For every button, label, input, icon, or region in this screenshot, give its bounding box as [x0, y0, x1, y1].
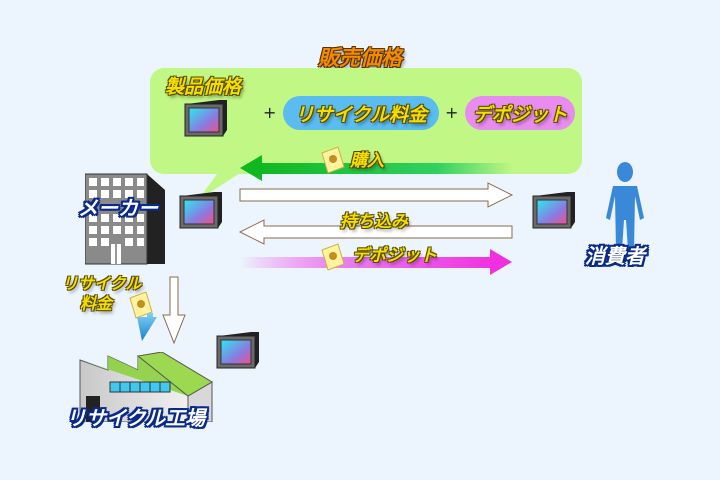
product-price-label: 製品価格: [165, 76, 242, 98]
tv-icon: [179, 192, 222, 229]
tv-icon: [532, 192, 575, 229]
plus-sign: +: [445, 103, 459, 122]
recycle-fee-label-line2: 料金: [80, 294, 113, 313]
tv-icon: [216, 332, 259, 369]
purchase-arrow: [240, 155, 513, 181]
money-icon: [321, 146, 345, 174]
recycle-fee-label-line1: リサイクル: [62, 274, 142, 293]
bring-in-arrow-to-maker: [238, 219, 513, 245]
plus-sign: +: [263, 103, 277, 122]
money-icon: [321, 243, 345, 271]
deposit-arrow: [240, 249, 512, 275]
bring-in-label: 持ち込み: [340, 212, 408, 232]
deposit-pill: デポジット: [465, 96, 575, 130]
consumer-label: 消費者: [585, 244, 645, 268]
selling-price-title: 販売価格: [318, 46, 402, 70]
deposit-arrow-label: デポジット: [352, 246, 437, 266]
maker-label: メーカー: [78, 196, 158, 220]
purchase-label: 購入: [350, 151, 384, 171]
factory-label: リサイクル工場: [66, 406, 205, 430]
money-icon: [129, 291, 153, 319]
product-to-factory-arrow: [162, 276, 186, 345]
recycle-fee-pill: リサイクル料金: [283, 96, 439, 130]
bubble-tail: [198, 170, 245, 200]
product-arrow-to-consumer: [239, 182, 514, 208]
building-icon: [85, 173, 165, 265]
recycle-fee-arrow: [137, 313, 157, 341]
factory-icon: [79, 352, 213, 422]
down-arrows: [137, 276, 186, 345]
person-icon: [606, 162, 644, 250]
tv-icon: [184, 100, 227, 137]
flow-arrows: [238, 155, 514, 275]
